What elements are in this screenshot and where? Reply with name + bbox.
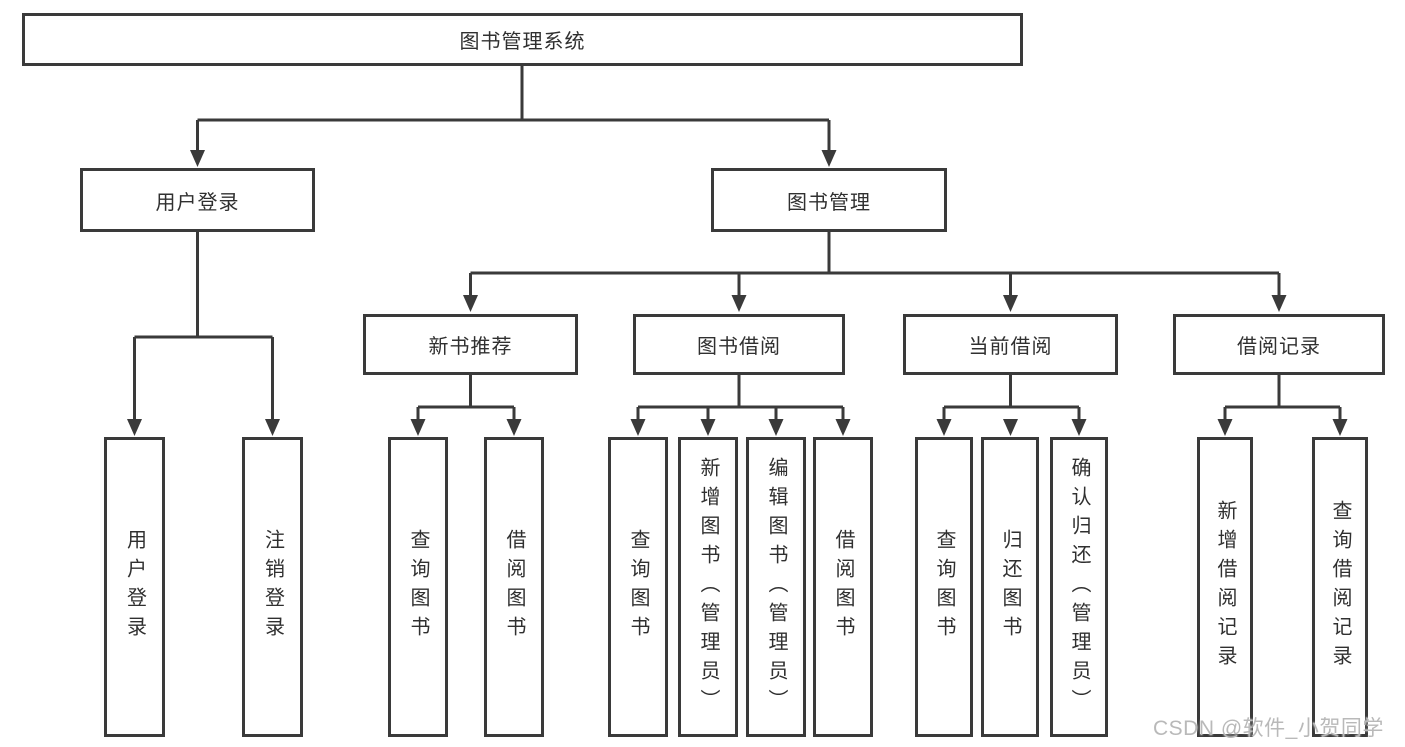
node-book-manage: 图书管理	[711, 168, 947, 232]
leaf-confirm-return-admin: 确认归还（管理员）	[1050, 437, 1108, 737]
leaf-borrow-query-books-label: 查询图书	[627, 529, 649, 645]
leaf-borrow-books: 借阅图书	[813, 437, 873, 737]
leaf-user-login-label: 用户登录	[123, 529, 146, 645]
node-root-label: 图书管理系统	[459, 31, 586, 53]
csdn-watermark: CSDN @软件_小贺同学	[1153, 717, 1384, 740]
connector-records-to-leaves	[1217, 373, 1348, 436]
node-new-book-recommend-label: 新书推荐	[428, 336, 513, 358]
connector-root-to-branches	[190, 64, 837, 167]
leaf-borrow-books-label: 借阅图书	[832, 529, 854, 645]
leaf-recommend-borrow-books: 借阅图书	[484, 437, 544, 737]
node-current-borrow-label: 当前借阅	[968, 336, 1053, 358]
leaf-recommend-query-books-label: 查询图书	[407, 529, 429, 645]
node-book-borrow-label: 图书借阅	[697, 336, 781, 358]
leaf-return-books-label: 归还图书	[999, 529, 1021, 645]
leaf-logout: 注销登录	[242, 437, 303, 737]
node-book-manage-label: 图书管理	[787, 191, 871, 214]
leaf-confirm-return-admin-label: 确认归还（管理员）	[1068, 456, 1090, 718]
connector-borrow-to-leaves	[630, 373, 851, 436]
node-user-login-label: 用户登录	[155, 191, 240, 214]
leaf-current-query-books: 查询图书	[915, 437, 973, 737]
leaf-add-borrow-record: 新增借阅记录	[1197, 437, 1253, 737]
leaf-current-query-books-label: 查询图书	[933, 529, 955, 645]
node-borrow-records-label: 借阅记录	[1237, 336, 1321, 358]
leaf-logout-label: 注销登录	[261, 529, 284, 645]
leaf-add-borrow-record-label: 新增借阅记录	[1214, 500, 1236, 674]
node-user-login: 用户登录	[80, 168, 315, 232]
leaf-add-books-admin-label: 新增图书（管理员）	[697, 456, 719, 718]
node-root: 图书管理系统	[22, 13, 1023, 66]
connector-current-to-leaves	[936, 373, 1087, 436]
connector-manage-to-modules	[463, 230, 1287, 312]
node-new-book-recommend: 新书推荐	[363, 314, 578, 375]
connector-login-to-leaves	[127, 230, 280, 436]
leaf-query-borrow-record: 查询借阅记录	[1312, 437, 1368, 737]
node-borrow-records: 借阅记录	[1173, 314, 1385, 375]
leaf-edit-books-admin-label: 编辑图书（管理员）	[765, 456, 787, 718]
leaf-edit-books-admin: 编辑图书（管理员）	[746, 437, 806, 737]
node-current-borrow: 当前借阅	[903, 314, 1118, 375]
leaf-query-borrow-record-label: 查询借阅记录	[1329, 500, 1351, 674]
leaf-recommend-borrow-books-label: 借阅图书	[503, 529, 525, 645]
connector-recommend-to-leaves	[410, 373, 522, 436]
leaf-add-books-admin: 新增图书（管理员）	[678, 437, 738, 737]
leaf-recommend-query-books: 查询图书	[388, 437, 448, 737]
leaf-return-books: 归还图书	[981, 437, 1039, 737]
leaf-borrow-query-books: 查询图书	[608, 437, 668, 737]
node-book-borrow: 图书借阅	[633, 314, 845, 375]
leaf-user-login: 用户登录	[104, 437, 165, 737]
